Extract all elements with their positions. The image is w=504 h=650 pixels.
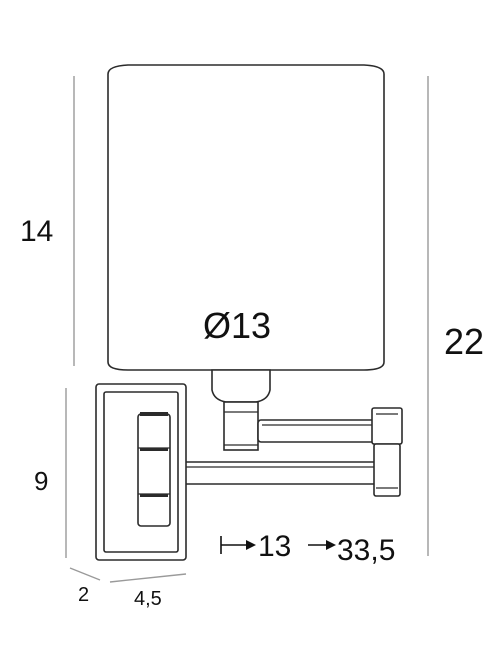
label-arm-max: 33,5: [337, 534, 395, 567]
upper-swing-arm: [257, 419, 383, 443]
label-backplate-width: 4,5: [134, 588, 162, 610]
arrow-min-head: [246, 540, 256, 550]
label-shade-diameter: Ø13: [203, 305, 271, 346]
lamp-shade: [107, 64, 385, 371]
arm-extension-arrows: [220, 536, 336, 554]
arm-elbow-joint: [371, 407, 403, 497]
backplate-width-line: [109, 573, 187, 583]
label-total-height: 22: [444, 321, 484, 362]
backplate-depth-line: [69, 567, 101, 581]
wall-backplate: [95, 383, 187, 561]
dimension-lines: [65, 76, 429, 583]
label-shade-height: 14: [20, 215, 53, 248]
label-backplate-height: 9: [34, 466, 48, 496]
label-arm-min: 13: [258, 530, 291, 563]
arrow-max-head: [326, 540, 336, 550]
lower-swing-arm: [167, 461, 381, 485]
label-backplate-depth: 2: [78, 584, 89, 606]
